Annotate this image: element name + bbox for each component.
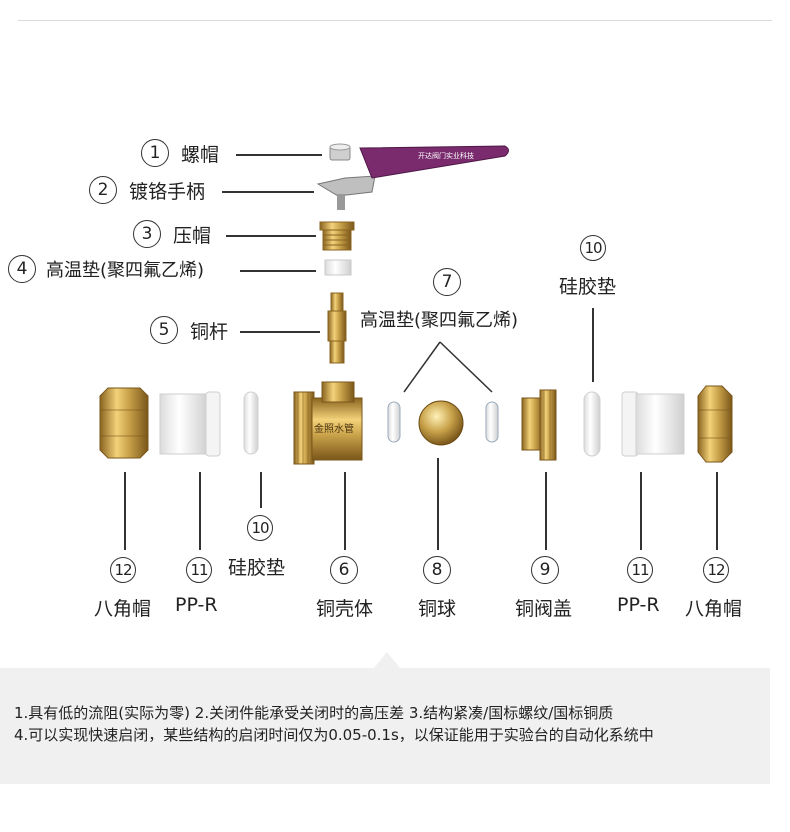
leader-6 bbox=[344, 472, 346, 550]
body-stamp-text: 金照水管 bbox=[314, 422, 354, 435]
leader-9 bbox=[545, 472, 547, 550]
callout-12-right-number: 12 bbox=[703, 557, 729, 583]
leader-8 bbox=[437, 458, 439, 550]
nut-part bbox=[329, 143, 351, 161]
callout-4-label: 高温垫(聚四氟乙烯) bbox=[46, 260, 205, 281]
ptfe-ring-right bbox=[485, 401, 499, 443]
octagon-cap-left bbox=[99, 387, 149, 459]
note-line-1: 1.具有低的流阻(实际为零) 2.关闭件能承受关闭时的高压差 3.结构紧凑/国标… bbox=[14, 704, 614, 722]
leader-11-left bbox=[199, 472, 201, 550]
leader-2 bbox=[222, 191, 314, 193]
callout-12-right-label: 八角帽 bbox=[685, 598, 743, 620]
callout-5-label: 铜杆 bbox=[190, 321, 229, 343]
leader-12-left bbox=[124, 472, 126, 550]
callout-11-right-number: 11 bbox=[627, 557, 653, 583]
callout-11-right-label: PP-R bbox=[617, 594, 660, 616]
callout-8-number: 8 bbox=[423, 556, 451, 584]
handle-brand-text: 开达阀门实业科技 bbox=[418, 151, 474, 160]
leader-1 bbox=[236, 154, 322, 156]
callout-10-top-label: 硅胶垫 bbox=[559, 276, 617, 298]
callout-6-number: 6 bbox=[330, 556, 358, 584]
leader-12-right bbox=[716, 472, 718, 550]
leader-7-left bbox=[403, 341, 441, 393]
callout-6-label: 铜壳体 bbox=[316, 598, 374, 620]
notes-panel: 1.具有低的流阻(实际为零) 2.关闭件能承受关闭时的高压差 3.结构紧凑/国标… bbox=[0, 668, 770, 784]
note-line-2: 4.可以实现快速启闭，某些结构的启闭时间仅为0.05-0.1s，以保证能用于实验… bbox=[14, 726, 654, 744]
notes-pointer bbox=[374, 652, 400, 668]
brass-stem-part bbox=[327, 292, 347, 364]
silicone-ring-right bbox=[583, 391, 601, 457]
leader-10-top bbox=[592, 308, 594, 382]
callout-2-number: 2 bbox=[89, 176, 117, 204]
callout-4-number: 4 bbox=[8, 255, 36, 283]
callout-10-left-number: 10 bbox=[247, 515, 273, 541]
callout-2-label: 镀铬手柄 bbox=[129, 181, 206, 203]
callout-7-label: 高温垫(聚四氟乙烯) bbox=[360, 310, 519, 331]
callout-1-label: 螺帽 bbox=[181, 144, 220, 166]
callout-12-left-number: 12 bbox=[110, 557, 136, 583]
callout-9-label: 铜阀盖 bbox=[515, 598, 573, 620]
top-divider bbox=[18, 20, 772, 21]
callout-7-number: 7 bbox=[433, 268, 461, 296]
ptfe-washer-top bbox=[324, 259, 352, 276]
callout-1-number: 1 bbox=[141, 139, 169, 167]
valve-exploded-illustration: 开达阀门实业科技 金照水管 bbox=[99, 143, 733, 465]
leader-4 bbox=[240, 270, 316, 272]
callout-3-number: 3 bbox=[133, 220, 161, 248]
leader-5 bbox=[240, 331, 320, 333]
callout-10-left-label: 硅胶垫 bbox=[228, 557, 286, 579]
callout-11-left-number: 11 bbox=[186, 557, 212, 583]
leader-10-left bbox=[260, 472, 262, 508]
callout-8-label: 铜球 bbox=[418, 598, 457, 620]
callout-5-number: 5 bbox=[150, 316, 178, 344]
ppr-fitting-left bbox=[159, 391, 221, 457]
brass-cover-part bbox=[521, 389, 557, 461]
callout-9-number: 9 bbox=[531, 556, 559, 584]
octagon-cap-right bbox=[697, 385, 733, 463]
callout-3-label: 压帽 bbox=[173, 225, 212, 247]
callout-10-top-number: 10 bbox=[580, 235, 606, 261]
ppr-fitting-right bbox=[621, 391, 685, 457]
leader-7-right bbox=[439, 341, 493, 393]
leader-11-right bbox=[640, 472, 642, 550]
callout-12-left-label: 八角帽 bbox=[94, 598, 152, 620]
callout-11-left-label: PP-R bbox=[175, 594, 218, 616]
brass-body-part: 金照水管 bbox=[293, 381, 363, 465]
leader-3 bbox=[226, 235, 316, 237]
silicone-ring-left bbox=[243, 391, 259, 455]
handle-part: 开达阀门实业科技 bbox=[316, 145, 509, 210]
press-cap-part bbox=[319, 221, 355, 251]
brass-ball-part bbox=[418, 400, 464, 446]
ptfe-ring-left bbox=[387, 401, 401, 443]
